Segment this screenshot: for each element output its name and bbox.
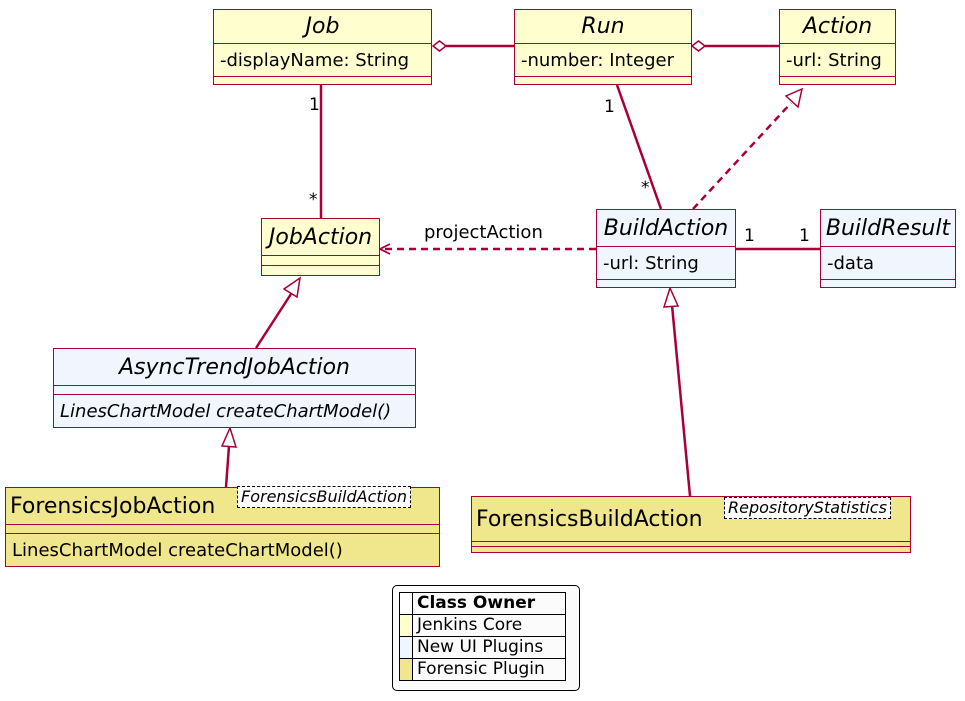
forensicsjob-type-param: ForensicsBuildAction <box>237 486 412 508</box>
class-jobaction: JobAction <box>261 218 380 276</box>
class-action: Action -url: String <box>779 9 896 85</box>
legend-header-swatch <box>399 592 413 615</box>
run-buildaction-association <box>615 84 663 210</box>
buildaction-action-realization <box>692 87 804 210</box>
class-buildaction: BuildAction -url: String <box>596 209 736 288</box>
projectaction-label: projectAction <box>424 222 543 243</box>
legend-label-ui: New UI Plugins <box>412 636 566 659</box>
legend-row: Jenkins Core <box>399 614 566 637</box>
mult-buildaction-result-right: 1 <box>799 226 810 246</box>
class-job-attr: -displayName: String <box>214 43 431 76</box>
class-asynctrend-method: LinesChartModel createChartModel() <box>54 394 415 427</box>
class-job-name: Job <box>305 14 340 39</box>
class-forensicsbuild-methods <box>472 546 910 552</box>
forensicsbuild-buildaction-generalization <box>662 285 692 497</box>
class-forensicsjobaction: ForensicsJobAction LinesChartModel creat… <box>5 487 440 567</box>
mult-buildaction-result-left: 1 <box>744 226 755 246</box>
class-run: Run -number: Integer <box>514 9 692 85</box>
class-buildresult: BuildResult -data <box>820 209 956 288</box>
class-job-methods <box>214 76 431 84</box>
class-run-attr: -number: Integer <box>515 43 691 76</box>
mult-buildaction-side: * <box>641 178 650 198</box>
class-buildresult-name: BuildResult <box>825 215 951 241</box>
class-forensicsbuild-attrs <box>472 541 910 546</box>
class-run-name: Run <box>581 14 625 39</box>
legend-row: Forensic Plugin <box>399 658 566 681</box>
class-buildresult-attr: -data <box>821 246 955 279</box>
class-run-methods <box>515 76 691 84</box>
class-jobaction-methods <box>262 265 379 275</box>
class-buildaction-attr: -url: String <box>597 246 735 279</box>
asynctrend-jobaction-generalization <box>254 276 302 349</box>
legend-swatch-ui <box>399 636 413 659</box>
class-forensicsjob-name: ForensicsJobAction <box>10 493 216 519</box>
mult-jobaction-side: * <box>309 190 318 210</box>
legend-row: New UI Plugins <box>399 636 566 659</box>
run-action-aggregation <box>690 40 779 52</box>
class-buildaction-methods <box>597 279 735 287</box>
class-buildaction-name: BuildAction <box>603 215 729 241</box>
class-buildresult-methods <box>821 279 955 287</box>
legend-swatch-core <box>399 614 413 637</box>
mult-job-side: 1 <box>309 95 320 115</box>
class-jobaction-name: JobAction <box>268 224 373 250</box>
legend-label-forensic: Forensic Plugin <box>412 658 566 681</box>
legend-table: Class Owner Jenkins Core New UI Plugins … <box>399 592 566 681</box>
class-action-attr: -url: String <box>780 43 895 76</box>
class-forensicsbuild-name: ForensicsBuildAction <box>476 506 703 532</box>
class-forensicsbuildaction: ForensicsBuildAction <box>471 496 911 553</box>
class-jobaction-attrs <box>262 255 379 265</box>
forensicsjob-asynctrend-generalization <box>220 425 238 488</box>
class-asynctrend-name: AsyncTrendJobAction <box>119 354 350 380</box>
job-run-aggregation <box>431 40 514 52</box>
legend: Class Owner Jenkins Core New UI Plugins … <box>392 585 580 691</box>
class-action-methods <box>780 76 895 84</box>
class-action-name: Action <box>802 14 873 39</box>
forensicsbuild-type-param: RepositoryStatistics <box>724 497 891 519</box>
class-asynctrendjobaction: AsyncTrendJobAction LinesChartModel crea… <box>53 348 416 428</box>
legend-title: Class Owner <box>412 592 566 615</box>
class-forensicsjob-method: LinesChartModel createChartModel() <box>6 533 439 566</box>
class-asynctrend-attrs <box>54 385 415 394</box>
legend-swatch-forensic <box>399 658 413 681</box>
class-job: Job -displayName: String <box>213 9 432 85</box>
class-forensicsjob-attrs <box>6 524 439 533</box>
mult-run-side: 1 <box>604 97 615 117</box>
legend-header: Class Owner <box>399 592 566 615</box>
legend-label-core: Jenkins Core <box>412 614 566 637</box>
